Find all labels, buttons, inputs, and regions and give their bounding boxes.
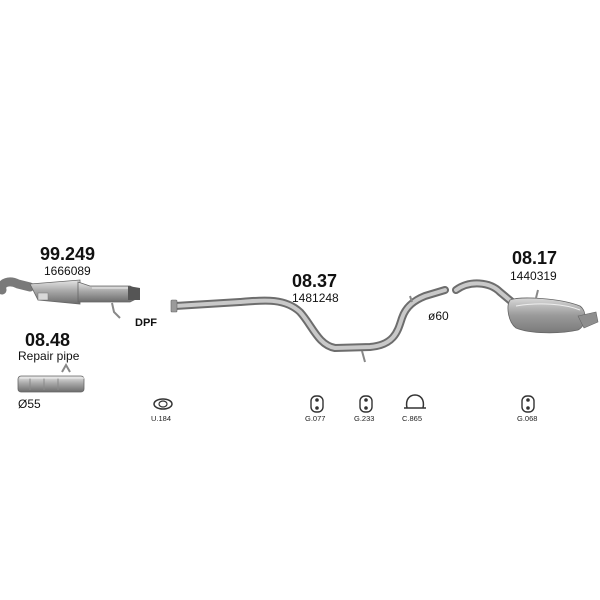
rear-silencer-number: 1440319 [510, 269, 557, 283]
rubber-hanger-icon[interactable] [310, 395, 324, 413]
rear-silencer-code: 08.17 [512, 248, 558, 268]
rubber-hanger-icon[interactable] [359, 395, 373, 413]
fitting-code: U.184 [151, 414, 172, 423]
fitting-code: G.068 [517, 414, 538, 423]
repair-pipe-code: 08.48 [25, 330, 71, 350]
repair-pipe-desc: Repair pipe [18, 349, 80, 363]
middle-pipe-number: 1481248 [292, 291, 339, 305]
clamp-icon[interactable] [404, 394, 426, 409]
fitting-code: C.865 [402, 414, 423, 423]
middle-pipe-code: 08.37 [292, 271, 338, 291]
rubber-hanger-icon[interactable] [521, 395, 535, 413]
catalyst-code: 99.249 [40, 244, 96, 264]
repair-pipe-part[interactable] [17, 362, 85, 393]
fitting-code: G.233 [354, 414, 375, 423]
catalyst-part[interactable] [0, 277, 140, 319]
middle-pipe-part[interactable] [170, 286, 449, 363]
middle-pipe-diameter: ø60 [428, 309, 449, 323]
dpf-label: DPF [135, 317, 157, 329]
fitting-code: G.077 [305, 414, 326, 423]
rear-silencer-part[interactable] [452, 279, 599, 334]
catalyst-number: 1666089 [44, 264, 91, 278]
repair-pipe-diameter: Ø55 [18, 397, 41, 411]
gasket-icon[interactable] [153, 398, 173, 410]
